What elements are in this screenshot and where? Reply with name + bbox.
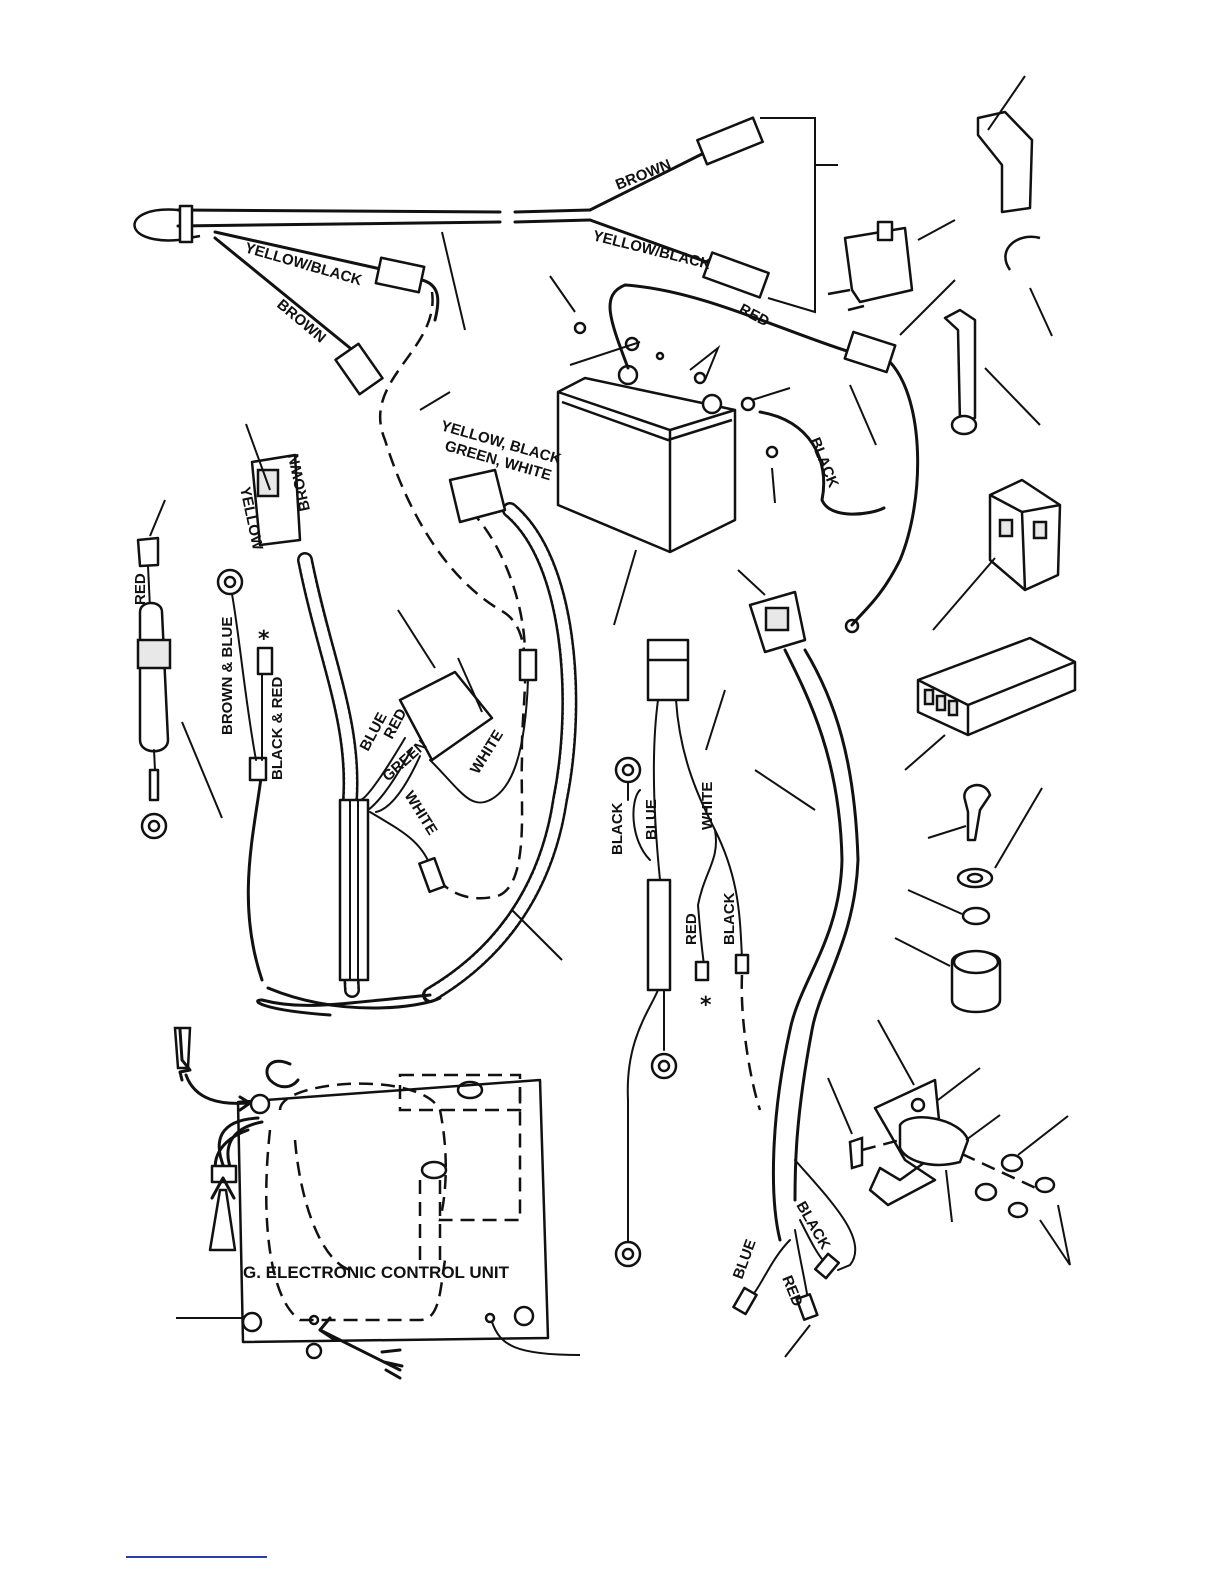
washer-1 <box>1002 1155 1022 1171</box>
arrow-up-left <box>210 1190 235 1250</box>
switch-body <box>900 1117 968 1165</box>
electronic-control-unit: G. ELECTRONIC CONTROL UNIT <box>175 1028 580 1378</box>
footer-rule <box>126 1556 267 1558</box>
wire-label-red-top: RED <box>736 301 772 331</box>
multi-pin-connector <box>918 638 1075 735</box>
fuse-holder: RED <box>132 500 222 838</box>
star-marker-left: * <box>258 627 270 652</box>
main-conduit-harness: * BROWN & BLUE BLACK & RED YELLOW BROWN … <box>218 292 569 1015</box>
wire-label-brown-left: BROWN <box>273 296 329 347</box>
center-connector <box>648 640 688 700</box>
brake-lever <box>945 310 975 422</box>
ecu-nut <box>307 1344 321 1358</box>
wire-label-white-lower: WHITE <box>401 788 441 838</box>
ignition-key <box>964 785 990 840</box>
yellow-black-green-white-connector <box>450 470 505 522</box>
mounting-bracket <box>828 1020 1070 1265</box>
star-marker-center: * <box>700 993 712 1018</box>
wire-label-brown-top: BROWN <box>613 156 673 194</box>
wire-label-brown-and-blue: BROWN & BLUE <box>219 617 236 735</box>
white-terminal <box>419 858 444 892</box>
retaining-ring <box>1005 237 1040 270</box>
fuse-holder-body <box>140 603 168 751</box>
wire-label-black-center-2: BLACK <box>721 892 738 945</box>
wire-label-yellow-black-top: YELLOW/BLACK <box>591 227 713 273</box>
wire-label-red-bottom: RED <box>778 1273 806 1309</box>
brown-connector-top <box>697 118 762 165</box>
ecu-title: G. ELECTRONIC CONTROL UNIT <box>243 1263 510 1282</box>
wire-label-black-battery: BLACK <box>806 435 841 490</box>
ecu-bolt-bottom-right <box>515 1307 533 1325</box>
wire-label-black-center: BLACK <box>609 802 626 855</box>
conduit-sleeve <box>340 800 368 980</box>
wire-label-blue-center: BLUE <box>643 799 660 840</box>
harness-clamp <box>180 206 192 242</box>
ecu-bolt-top-left <box>251 1095 269 1113</box>
right-parts <box>828 76 1075 1012</box>
center-harness: * BLACK BLUE WHITE RED BLACK <box>609 640 748 1266</box>
wire-label-yellow-black-left: YELLOW/BLACK <box>243 240 364 290</box>
brown-connector-left <box>335 344 382 394</box>
bezel-nut <box>958 869 992 887</box>
wire-label-blue-bottom: BLUE <box>730 1237 760 1281</box>
battery-terminal-negative <box>703 395 721 413</box>
top-harness: BROWN YELLOW/BLACK RED YELLOW/BLACK BROW… <box>135 118 839 395</box>
wire-label-white-module: WHITE <box>467 727 507 777</box>
white-terminal-upper <box>520 650 536 680</box>
wire-label-black-and-red: BLACK & RED <box>269 677 286 780</box>
yellow-black-connector-top <box>703 253 768 298</box>
fuse <box>138 538 158 566</box>
battery-assembly: BLACK <box>550 276 918 632</box>
wire-label-green-module: GREEN <box>379 737 430 785</box>
yellow-black-connector-left <box>376 258 424 293</box>
ecu-plate <box>238 1080 548 1342</box>
center-splice <box>648 880 670 990</box>
wire-label-red-fuse: RED <box>132 573 149 605</box>
bracket-part <box>978 112 1032 212</box>
wire-label-white-center: WHITE <box>699 782 716 830</box>
lock-washer <box>963 908 989 924</box>
wire-label-red-center: RED <box>683 913 700 945</box>
ecu-bolt-bottom-left <box>243 1313 261 1331</box>
relay-connector <box>845 332 895 372</box>
